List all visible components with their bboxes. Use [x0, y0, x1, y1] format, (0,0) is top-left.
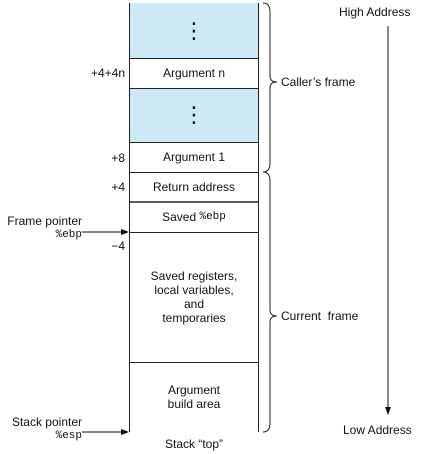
callers-frame-label: Caller’s frame [281, 75, 356, 89]
argument-n-label: Argument n [162, 66, 226, 80]
saved-registers-line-1: Saved registers, [150, 269, 238, 283]
offset-argument-1: +8 [111, 151, 125, 165]
ellipsis-middle: ⋮ [183, 102, 205, 127]
callers-frame-brace [262, 2, 278, 173]
high-address-label: High Address [339, 5, 411, 19]
argument-1-label: Argument 1 [162, 150, 226, 164]
ellipsis-top: ⋮ [183, 17, 205, 43]
saved-ebp-register: %ebp [199, 211, 226, 223]
argument-1-cell: Argument 1 [129, 142, 259, 172]
saved-ebp-cell: Saved %ebp [129, 202, 259, 232]
stack-top-label: Stack “top” [164, 437, 224, 451]
stack-pointer-register: %esp [55, 430, 82, 442]
argument-build-line-2: build area [167, 397, 221, 411]
frame-pointer-label: Frame pointer [7, 214, 82, 228]
saved-registers-line-2: local variables, [154, 283, 234, 297]
offset-argument-n: +4+4n [90, 66, 125, 80]
saved-registers-cell: Saved registers, local variables, and te… [129, 232, 259, 362]
return-address-cell: Return address [129, 172, 259, 202]
saved-ebp-text: Saved [162, 210, 200, 224]
ellipsis-cell-middle: ⋮ [129, 88, 259, 142]
return-address-label: Return address [152, 180, 236, 194]
saved-registers-line-4: temporaries [162, 311, 226, 325]
argument-n-cell: Argument n [129, 58, 259, 88]
low-address-label: Low Address [343, 423, 412, 437]
argument-build-cell: Argument build area [129, 362, 259, 432]
offset-minus-4: −4 [111, 239, 125, 253]
offset-return-address: +4 [111, 180, 125, 194]
argument-build-line-1: Argument [167, 383, 221, 397]
current-frame-brace [262, 171, 278, 433]
current-frame-label: Current frame [281, 309, 359, 323]
saved-registers-line-3: and [183, 297, 205, 311]
ellipsis-cell-top: ⋮ [129, 3, 259, 58]
frame-pointer-register: %ebp [55, 229, 82, 241]
stack-pointer-label: Stack pointer [11, 415, 82, 429]
